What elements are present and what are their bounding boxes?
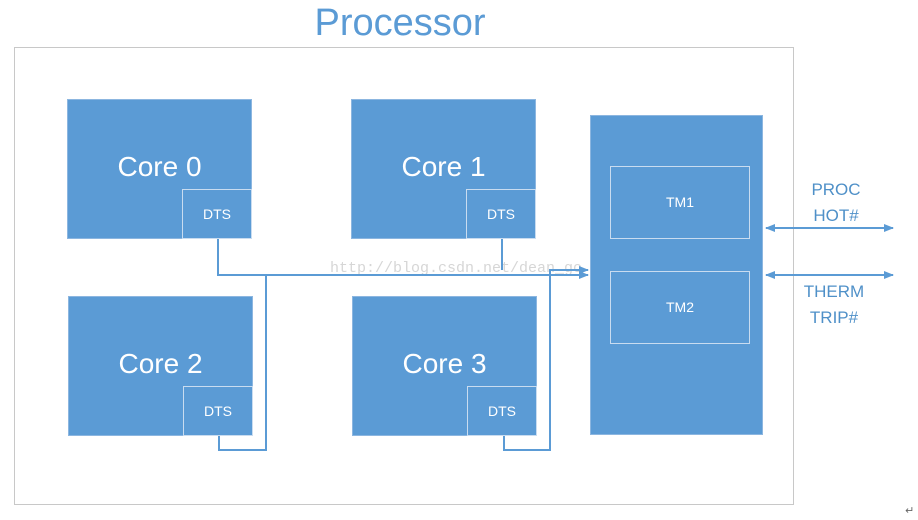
- wire-core3-dts: [503, 266, 589, 451]
- core-0: Core 0 DTS: [67, 99, 252, 239]
- core-1: Core 1 DTS: [351, 99, 536, 239]
- tm1-box: TM1: [610, 166, 750, 239]
- therm-trip-line1: THERM: [803, 282, 865, 301]
- tm2-box: TM2: [610, 271, 750, 344]
- watermark-text: http://blog.csdn.net/dean_go: [330, 260, 583, 277]
- core-0-label: Core 0: [117, 151, 202, 182]
- therm-trip-label: THERM TRIP#: [794, 279, 874, 331]
- wire-core2-dts: [218, 275, 267, 451]
- core-2: Core 2 DTS: [68, 296, 253, 436]
- core-2-label: Core 2: [118, 348, 203, 379]
- proc-hot-line2: HOT#: [813, 206, 859, 225]
- core-1-label: Core 1: [401, 151, 486, 182]
- return-mark-icon: ↵: [905, 505, 915, 517]
- thermal-monitor-block: TM1 TM2: [590, 115, 763, 435]
- core-3-label: Core 3: [402, 348, 487, 379]
- core-3-dts: DTS: [467, 386, 537, 436]
- core-3: Core 3 DTS: [352, 296, 537, 436]
- proc-hot-line1: PROC: [811, 180, 861, 199]
- wire-core0-dts: [217, 239, 589, 279]
- proc-hot-label: PROC HOT#: [796, 177, 876, 229]
- processor-title: Processor: [314, 2, 486, 44]
- therm-trip-line2: TRIP#: [809, 308, 859, 327]
- core-2-dts: DTS: [183, 386, 253, 436]
- core-1-dts: DTS: [466, 189, 536, 239]
- core-0-dts: DTS: [182, 189, 252, 239]
